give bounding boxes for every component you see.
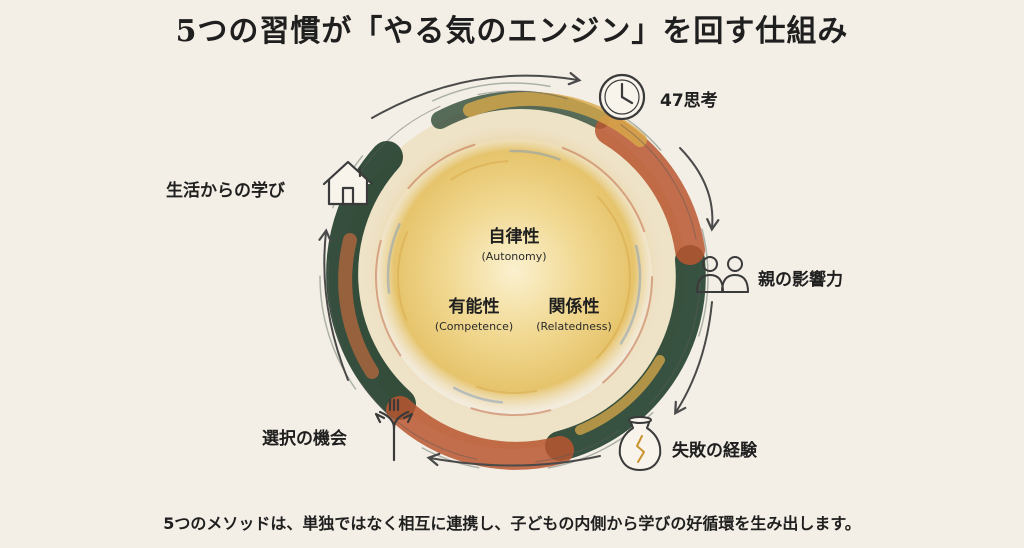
habit-label-47-thinking: 47思考 bbox=[660, 91, 718, 111]
habit-label-choice-opportunity: 選択の機会 bbox=[262, 429, 347, 449]
arrow-house-to-clock bbox=[371, 71, 582, 119]
engine-core-glow bbox=[364, 127, 664, 427]
habit-label-learning-from-life: 生活からの学び bbox=[166, 181, 285, 201]
caption: 5つのメソッドは、単独ではなく相互に連携し、子どもの内側から学びの好循環を生み出… bbox=[163, 514, 861, 533]
arrow-vase-to-fork bbox=[426, 452, 601, 467]
core-relatedness-en: (Relatedness) bbox=[536, 320, 612, 333]
page-title: 5つの習慣が「やる気のエンジン」を回す仕組み bbox=[175, 14, 849, 49]
people-icon bbox=[696, 256, 749, 293]
habit-label-failure-experience: 失敗の経験 bbox=[672, 441, 757, 461]
cracked-vase-icon bbox=[618, 416, 662, 471]
house-icon bbox=[322, 160, 374, 206]
clock-icon bbox=[598, 73, 646, 121]
core-competence: 有能性 (Competence) bbox=[424, 292, 524, 333]
cycle-arrows bbox=[318, 71, 720, 467]
habit-label-parent-influence: 親の影響力 bbox=[758, 270, 843, 290]
core-autonomy: 自律性 (Autonomy) bbox=[464, 222, 564, 263]
fork-road-icon bbox=[374, 398, 414, 462]
core-autonomy-en: (Autonomy) bbox=[481, 250, 547, 263]
core-competence-en: (Competence) bbox=[434, 320, 514, 333]
core-autonomy-jp: 自律性 bbox=[488, 227, 540, 247]
core-competence-jp: 有能性 bbox=[448, 297, 500, 317]
core-relatedness-jp: 関係性 bbox=[548, 297, 600, 317]
core-relatedness: 関係性 (Relatedness) bbox=[524, 292, 624, 333]
arrow-fork-to-house bbox=[318, 228, 349, 381]
arrow-people-to-vase bbox=[674, 301, 713, 416]
arrow-clock-to-people bbox=[679, 147, 720, 232]
